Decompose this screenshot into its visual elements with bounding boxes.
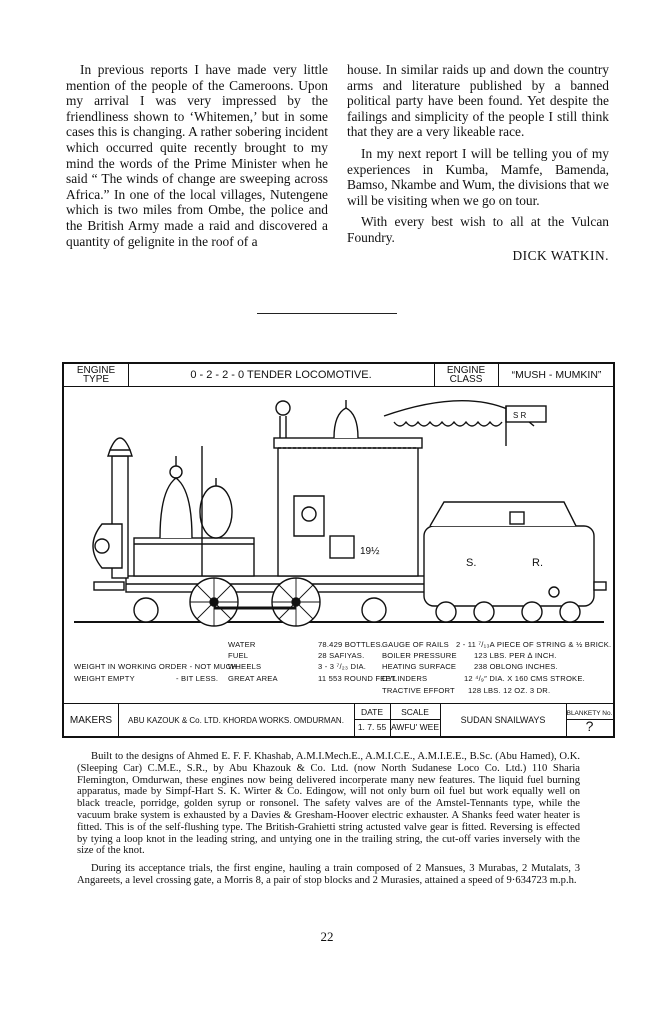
engine-class-label: ENGINE CLASS: [434, 364, 499, 386]
scale-label: SCALE: [390, 708, 440, 720]
diagram-caption: Built to the designs of Ahmed E. F. F. K…: [77, 751, 580, 893]
railway-cell: SUDAN SNAILWAYS: [440, 704, 567, 736]
specifications-block: WATER 78.429 BOTTLES. FUEL 28 SAFIYAS. W…: [64, 636, 613, 702]
spec-wheels-value: 3 - 3 ⁷/₂₃ DIA.: [318, 662, 367, 671]
cab-number: 19½: [360, 546, 380, 557]
spec-boiler-value: 123 LBS. PER ∆ INCH.: [474, 651, 557, 660]
locomotive-drawing: 19½ S R S. R.: [74, 400, 607, 627]
blanket-value: ?: [585, 718, 594, 734]
caption-paragraph: During its acceptance trials, the first …: [77, 863, 580, 886]
spec-tractive-label: TRACTIVE EFFORT: [382, 686, 455, 695]
engine-type-value: 0 - 2 - 2 - 0 TENDER LOCOMOTIVE.: [128, 364, 435, 386]
tender-letter-2: R.: [532, 557, 543, 569]
spec-fuel-value: 28 SAFIYAS.: [318, 651, 365, 660]
spec-water-value: 78.429 BOTTLES.: [318, 640, 384, 649]
spec-cylinders-value: 12 ⁴/₉″ DIA. X 160 CMS STROKE.: [464, 674, 585, 683]
plate-header-row: ENGINE TYPE 0 - 2 - 2 - 0 TENDER LOCOMOT…: [64, 364, 613, 387]
makers-label: MAKERS: [69, 714, 113, 726]
engine-type-label-text: ENGINE TYPE: [76, 365, 116, 385]
spec-water-label: WATER: [228, 640, 256, 649]
date-cell: DATE 1. 7. 55: [354, 704, 391, 736]
section-divider: [257, 313, 397, 314]
locomotive-diagram-plate: ENGINE TYPE 0 - 2 - 2 - 0 TENDER LOCOMOT…: [62, 362, 615, 738]
engine-class-value-text: “MUSH - MUMKIN”: [511, 368, 602, 381]
tender-letter-1: S.: [466, 557, 476, 569]
page-number: 22: [320, 929, 334, 944]
article-paragraph: With every best wish to all at the Vulca…: [347, 214, 609, 245]
engine-type-value-text: 0 - 2 - 2 - 0 TENDER LOCOMOTIVE.: [190, 368, 372, 381]
engine-type-label: ENGINE TYPE: [64, 364, 129, 386]
blanket-label: BLANKETY No.: [566, 709, 613, 720]
spec-boiler-label: BOILER PRESSURE: [382, 651, 457, 660]
flag-text: S R: [513, 411, 527, 420]
makers-value: ABU KAZOUK & Co. LTD. KHORDA WORKS. OMDU…: [128, 715, 344, 725]
spec-tractive-value: 128 LBS. 12 OZ. 3 DR.: [468, 686, 551, 695]
caption-paragraph: Built to the designs of Ahmed E. F. F. K…: [77, 751, 580, 857]
spec-gauge-value: 2 - 11 ⁷/₁₃A PIECE OF STRING & ½ BRICK.: [456, 640, 612, 649]
spec-weight-empty-value: - BIT LESS.: [176, 674, 219, 683]
spec-gauge-label: GAUGE OF RAILS: [382, 640, 449, 649]
article-paragraph: In previous reports I have made very lit…: [66, 62, 328, 249]
article-right-column: house. In similar raids up and down the …: [347, 62, 609, 269]
railway-name: SUDAN SNAILWAYS: [460, 714, 546, 725]
spec-weight-working: WEIGHT IN WORKING ORDER - NOT MUCH.: [74, 662, 240, 671]
blanket-cell: BLANKETY No. ?: [566, 704, 613, 736]
spec-heating-value: 238 OBLONG INCHES.: [474, 662, 558, 671]
spec-cylinders-label: CYLINDERS: [382, 674, 428, 683]
author-signature: DICK WATKIN.: [512, 247, 609, 263]
date-label: DATE: [354, 708, 390, 720]
spec-weight-empty: WEIGHT EMPTY: [74, 674, 135, 683]
date-value: 1. 7. 55: [357, 722, 387, 732]
makers-label-cell: MAKERS: [64, 704, 119, 736]
makers-value-cell: ABU KAZOUK & Co. LTD. KHORDA WORKS. OMDU…: [118, 704, 355, 736]
spec-grate-value: 11 553 ROUND FEET: [318, 674, 396, 683]
engine-class-value: “MUSH - MUMKIN”: [500, 364, 613, 386]
engine-class-label-text: ENGINE CLASS: [446, 365, 486, 385]
spec-heating-label: HEATING SURFACE: [382, 662, 457, 671]
spec-grate-label: GREAT AREA: [228, 674, 278, 683]
scale-cell: SCALE AWFU' WEE: [390, 704, 441, 736]
spec-wheels-label: WHEELS: [228, 662, 262, 671]
article-paragraph: house. In similar raids up and down the …: [347, 62, 609, 140]
plate-footer-row: MAKERS ABU KAZOUK & Co. LTD. KHORDA WORK…: [64, 703, 613, 736]
spec-fuel-label: FUEL: [228, 651, 249, 660]
article-paragraph: In my next report I will be telling you …: [347, 145, 609, 208]
scale-value: AWFU' WEE: [390, 722, 440, 732]
article-left-column: In previous reports I have made very lit…: [66, 62, 328, 255]
